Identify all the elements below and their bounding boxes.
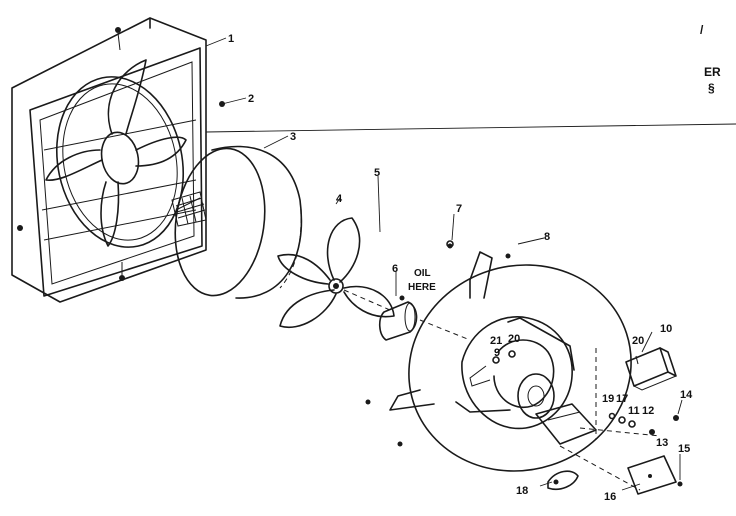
motor-bushing	[378, 295, 471, 341]
callout-19: 19	[602, 393, 614, 405]
callout-5: 5	[374, 167, 380, 179]
callout-4: 4	[336, 193, 343, 205]
callout-1: 1	[228, 33, 234, 45]
note-here: HERE	[408, 282, 436, 293]
cord-clip	[547, 470, 579, 491]
callout-3: 3	[290, 131, 296, 143]
callout-12: 12	[642, 405, 654, 417]
oil-here-note: OIL HERE	[408, 268, 436, 293]
callout-7: 7	[456, 203, 462, 215]
callout-20-switch: 20	[632, 335, 644, 347]
bracket-plate	[627, 455, 683, 495]
callout-14: 14	[680, 389, 693, 401]
callout-18: 18	[516, 485, 528, 497]
hardware-set	[579, 412, 679, 437]
callout-6: 6	[392, 263, 398, 275]
callout-16: 16	[604, 491, 616, 503]
callout-11: 11	[628, 405, 640, 417]
callout-10: 10	[660, 323, 672, 335]
fan-blade	[277, 217, 395, 329]
callout-9: 9	[494, 347, 500, 359]
callout-labels: 1 2 3 4 5 6 7 8 9 10 11 12 13 14 15 16 1…	[228, 33, 693, 503]
callout-8: 8	[544, 231, 550, 243]
callout-15: 15	[678, 443, 690, 455]
fan-housing	[11, 17, 225, 303]
fan-guard-ring	[171, 145, 303, 299]
reference-line	[205, 123, 736, 133]
edge-marks: / ER §	[700, 23, 721, 95]
callout-2: 2	[248, 93, 254, 105]
screw-7	[446, 240, 454, 248]
switch-box	[625, 347, 677, 391]
callout-17: 17	[616, 393, 628, 405]
callout-20-motor: 20	[508, 333, 520, 345]
callout-13: 13	[656, 437, 668, 449]
edge-mark-er: ER	[704, 65, 721, 79]
edge-mark-section: §	[708, 81, 715, 95]
leader-lines	[205, 37, 683, 491]
motor-shroud	[365, 243, 641, 491]
edge-mark-slash: /	[700, 23, 704, 37]
callout-21: 21	[490, 335, 502, 347]
note-oil: OIL	[414, 268, 431, 279]
